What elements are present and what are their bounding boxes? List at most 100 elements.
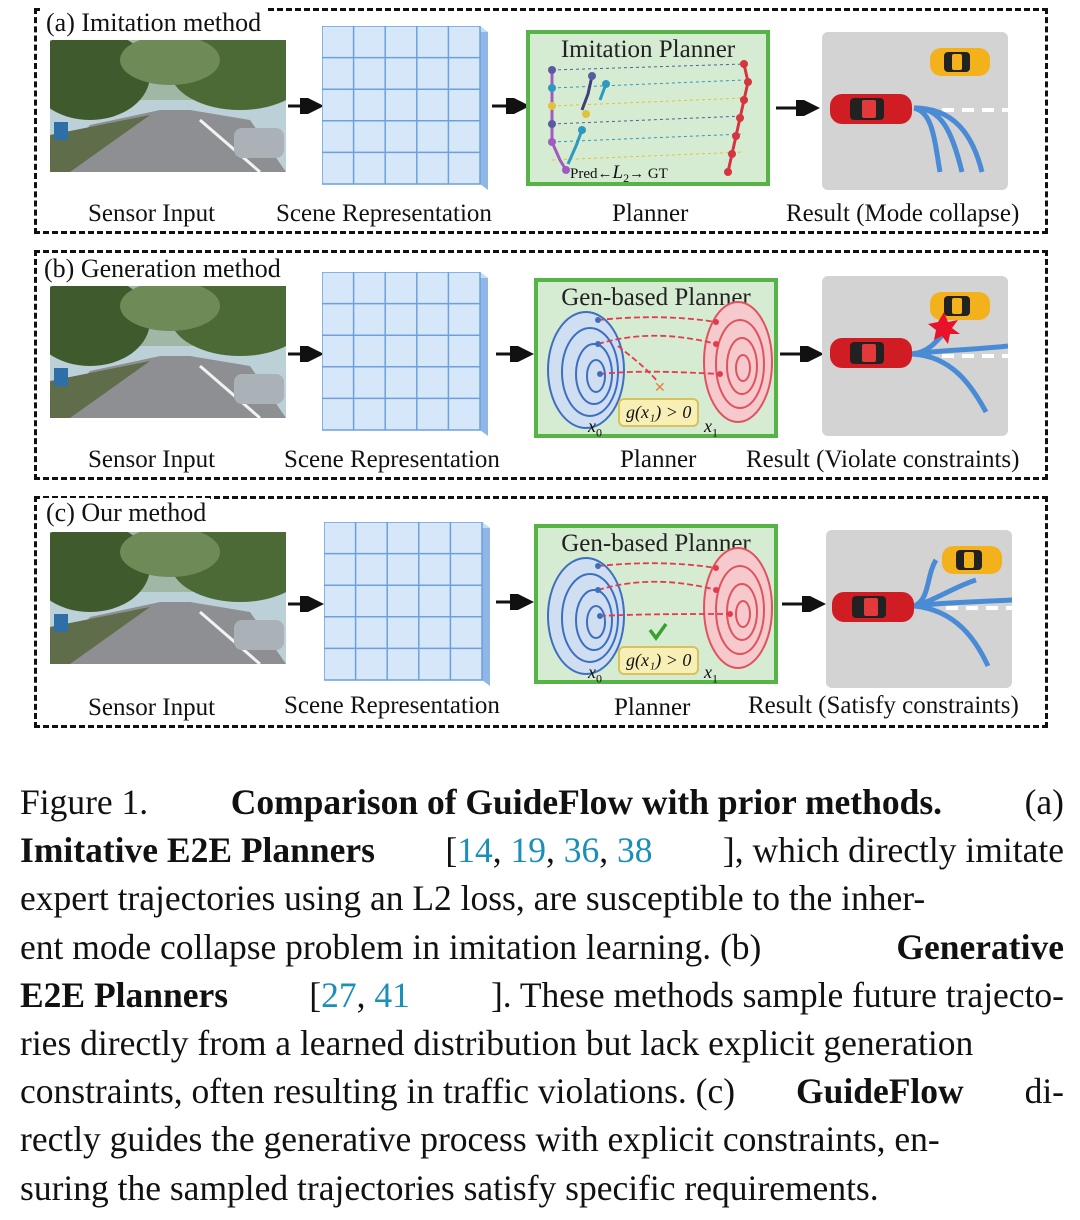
x1-sub: 1 — [712, 425, 718, 440]
citation-link[interactable]: 41 — [374, 974, 410, 1015]
caption-text: ent mode collapse problem in imitation l… — [20, 926, 762, 967]
figure-label: Figure 1. — [20, 782, 149, 822]
caption-planner: Planner — [620, 446, 697, 473]
scene-representation-grid — [321, 271, 488, 441]
constraint-label: g(x₁) > 0 — [618, 398, 700, 427]
planner-title: Gen-based Planner — [561, 284, 751, 311]
caption-text: ]. These methods sample future trajecto- — [490, 974, 1064, 1015]
other-car-icon — [930, 48, 990, 76]
caption-text: ], which directly imitate — [722, 830, 1064, 871]
caption-text: [ — [309, 974, 322, 1015]
arrow-sensor-to-scene — [286, 592, 326, 617]
panel-title: (b) Generation method — [40, 254, 285, 284]
loss-label: L — [612, 162, 624, 183]
result-violate-constraints — [822, 276, 1008, 436]
constraint-label: g(x₁) > 0 — [618, 646, 700, 675]
x1-label: x1 — [704, 662, 718, 687]
sensor-image — [50, 40, 286, 172]
ego-car-icon — [830, 94, 912, 124]
panel-imitation — [34, 8, 1048, 234]
arrow-scene-to-planner — [490, 94, 530, 119]
caption-bold-term: E2E Planners — [20, 974, 229, 1015]
citation-link[interactable]: 19 — [510, 830, 546, 871]
x0-var: x — [588, 416, 596, 436]
x1-var: x — [704, 662, 712, 682]
ego-car-icon — [832, 592, 914, 622]
sensor-image — [50, 286, 286, 418]
caption-line: Figure 1. Comparison of GuideFlow with p… — [20, 778, 1064, 826]
caption-text: expert trajectories using an L2 loss, ar… — [20, 878, 926, 919]
caption-bold-term: Generative — [896, 926, 1064, 967]
caption-sensor-input: Sensor Input — [88, 694, 216, 721]
arrow-planner-to-result — [778, 342, 824, 367]
arrow-scene-to-planner — [494, 590, 534, 615]
arrow-planner-to-result — [780, 592, 826, 617]
arrow-sensor-to-scene — [286, 342, 326, 367]
flow-diagram — [547, 547, 773, 675]
planner-title: Gen-based Planner — [561, 530, 751, 557]
caption-text: (a) — [1024, 782, 1064, 822]
result-mode-collapse — [822, 32, 1008, 190]
other-car-icon — [930, 292, 990, 320]
citation-separator: , — [356, 974, 375, 1015]
collision-star-icon — [928, 312, 960, 344]
caption-text-with-citations: [14, 19, 36, 38 — [445, 826, 652, 874]
caption-planner: Planner — [614, 694, 691, 721]
caption-line: ent mode collapse problem in imitation l… — [20, 923, 1064, 971]
x0-sub: 0 — [596, 671, 602, 686]
caption-scene-representation: Scene Representation — [276, 200, 492, 227]
caption-text: [ — [445, 830, 458, 871]
arrow-scene-to-planner — [494, 342, 534, 367]
citation-link[interactable]: 14 — [457, 830, 493, 871]
caption-line: expert trajectories using an L2 loss, ar… — [20, 874, 1064, 922]
loss-subscript: 2 — [623, 171, 630, 185]
x1-label: x1 — [704, 416, 718, 441]
citation-link[interactable]: 38 — [616, 830, 653, 871]
pred-label: Pred — [570, 166, 598, 182]
caption-line: rectly guides the generative process wit… — [20, 1115, 1064, 1163]
caption-result: Result (Mode collapse) — [786, 200, 1020, 227]
caption-sensor-input: Sensor Input — [88, 200, 216, 227]
panel-title: (c) Our method — [42, 498, 211, 528]
panel-title: (a) Imitation method — [42, 8, 266, 38]
other-car-icon — [942, 546, 1002, 574]
caption-heading: Comparison of GuideFlow with prior metho… — [230, 782, 943, 822]
planner-legend: Pred←L2→ GT — [570, 162, 668, 185]
planner-title: Imitation Planner — [560, 36, 736, 63]
gen-based-planner: Gen-based Planner ✕ g(x₁) > 0 x0 x1 — [534, 278, 778, 441]
svg-text:✕: ✕ — [654, 380, 666, 396]
flow-diagram: ✕ — [547, 301, 773, 429]
caption-text: constraints, often resulting in traffic … — [20, 1071, 736, 1112]
imitation-trajectories — [548, 60, 752, 176]
caption-planner: Planner — [612, 200, 689, 227]
caption-text: ries directly from a learned distributio… — [20, 1023, 974, 1064]
x1-sub: 1 — [712, 671, 718, 686]
x0-label: x0 — [588, 416, 602, 441]
caption-line: E2E Planners [27, 41 ]. These methods sa… — [20, 971, 1064, 1019]
caption-bold-term: GuideFlow — [796, 1071, 964, 1112]
caption-line: suring the sampled trajectories satisfy … — [20, 1164, 1064, 1212]
panel-generation — [34, 250, 1048, 480]
citation-separator: , — [545, 830, 564, 871]
imitation-planner: Imitation Planner Pred←L2→ GT — [526, 30, 770, 186]
panel-our-method — [34, 496, 1048, 728]
result-satisfy-constraints — [826, 530, 1012, 688]
caption-scene-representation: Scene Representation — [284, 692, 500, 719]
citation-separator: , — [492, 830, 511, 871]
ego-car-icon — [830, 338, 912, 368]
caption-line: constraints, often resulting in traffic … — [20, 1067, 1064, 1115]
x0-sub: 0 — [596, 425, 602, 440]
caption-line: Imitative E2E Planners [14, 19, 36, 38 ]… — [20, 826, 1064, 874]
arrow-planner-to-result — [774, 96, 820, 121]
caption-text: rectly guides the generative process wit… — [20, 1119, 940, 1160]
citation-link[interactable]: 27 — [321, 974, 357, 1015]
scene-representation-grid — [321, 25, 488, 195]
figure-caption: Figure 1. Comparison of GuideFlow with p… — [20, 778, 1064, 1212]
caption-line: ries directly from a learned distributio… — [20, 1019, 1064, 1067]
citation-link[interactable]: 36 — [563, 830, 600, 871]
caption-sensor-input: Sensor Input — [88, 446, 216, 473]
citation-separator: , — [599, 830, 617, 871]
scene-representation-grid — [323, 521, 490, 691]
x0-var: x — [588, 662, 596, 682]
x0-label: x0 — [588, 662, 602, 687]
